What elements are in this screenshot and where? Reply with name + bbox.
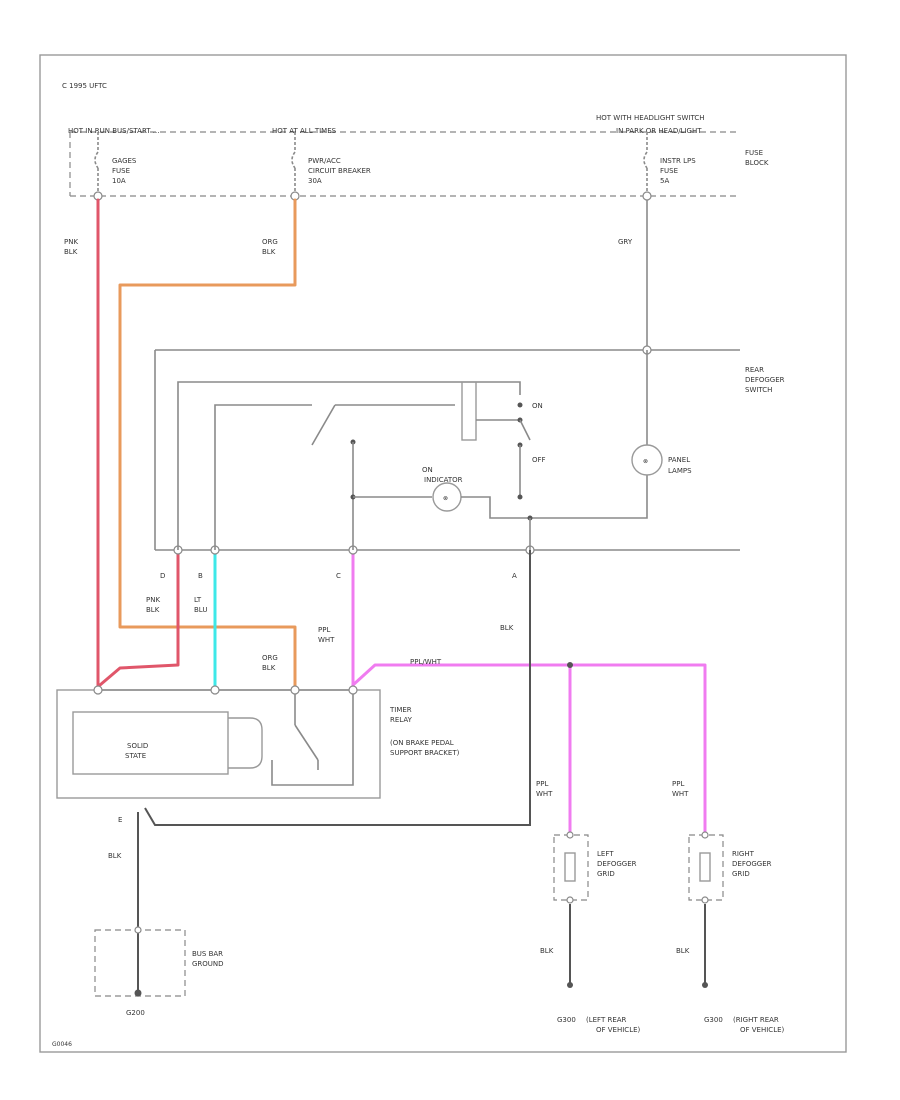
instr-lps-fuse: INSTR LPS FUSE 5A <box>642 132 696 201</box>
svg-text:PPL: PPL <box>536 780 548 788</box>
rear-defogger-switch: ON OFF ⊗ ON INDICATOR ⊗ PANEL LAMPS REAR… <box>154 345 785 555</box>
svg-text:BLK: BLK <box>676 947 690 955</box>
svg-text:⊗: ⊗ <box>643 458 648 465</box>
pwr-acc-circuit-breaker: PWR/ACC CIRCUIT BREAKER 30A <box>290 132 371 201</box>
bus-label-hot: HOT AT ALL TIMES <box>272 127 337 135</box>
svg-text:G300: G300 <box>557 1016 576 1024</box>
connector-a: A <box>512 572 517 580</box>
svg-text:OF VEHICLE): OF VEHICLE) <box>740 1026 785 1034</box>
svg-text:BLK: BLK <box>540 947 554 955</box>
diagram-frame <box>39 54 847 1053</box>
svg-text:LEFT: LEFT <box>597 850 614 858</box>
svg-text:BLK: BLK <box>500 624 514 632</box>
svg-text:(RIGHT REAR: (RIGHT REAR <box>733 1016 779 1024</box>
svg-text:PPL: PPL <box>318 626 330 634</box>
svg-text:BLK: BLK <box>262 248 276 256</box>
diagram-title: C 1995 UFTC <box>62 82 107 90</box>
svg-text:GRY: GRY <box>618 238 633 246</box>
right-defogger-grid: RIGHT DEFOGGER GRID G300 (RIGHT REAR OF … <box>688 831 785 1034</box>
svg-text:DEFOGGER: DEFOGGER <box>732 860 772 868</box>
svg-text:PNK: PNK <box>64 238 78 246</box>
svg-text:FUSE: FUSE <box>112 167 130 175</box>
panel-lamps-label-1: PANEL <box>668 456 690 464</box>
switch-name-3: SWITCH <box>745 386 772 394</box>
svg-text:BLK: BLK <box>108 852 122 860</box>
svg-text:5A: 5A <box>660 177 669 185</box>
solid-state-label-1: SOLID <box>127 742 148 750</box>
svg-text:GAGES: GAGES <box>112 157 137 165</box>
svg-text:ORG: ORG <box>262 238 278 246</box>
connector-c: C <box>336 572 341 580</box>
svg-text:PPL/WHT: PPL/WHT <box>410 658 442 666</box>
fuse-block-label-1: FUSE <box>745 149 763 157</box>
g200-label: G200 <box>126 1009 145 1017</box>
timer-relay-name-2: RELAY <box>390 716 413 724</box>
timer-relay: SOLID STATE TIMER RELAY (ON BRAKE PEDAL … <box>56 685 460 799</box>
timer-relay-loc-2: SUPPORT BRACKET) <box>390 749 460 757</box>
svg-text:GROUND: GROUND <box>192 960 224 968</box>
timer-relay-name-1: TIMER <box>389 706 412 714</box>
switch-off-label: OFF <box>532 456 546 464</box>
gages-fuse: GAGES FUSE 10A <box>93 132 137 201</box>
svg-text:RIGHT: RIGHT <box>732 850 755 858</box>
timer-relay-loc-1: (ON BRAKE PEDAL <box>390 739 454 747</box>
ppl-wht-grid-wire <box>351 663 707 837</box>
bus-bar-ground: BUS BAR GROUND G200 <box>94 926 224 1017</box>
switch-name-1: REAR <box>745 366 764 374</box>
fuse-block: HOT IN RUN BUS/START ... HOT AT ALL TIME… <box>68 114 769 201</box>
svg-text:WHT: WHT <box>672 790 689 798</box>
svg-text:OF VEHICLE): OF VEHICLE) <box>596 1026 641 1034</box>
svg-text:CIRCUIT BREAKER: CIRCUIT BREAKER <box>308 167 371 175</box>
connector-d: D <box>160 572 165 580</box>
svg-text:GRID: GRID <box>732 870 750 878</box>
diagram-code: G0046 <box>52 1041 72 1048</box>
svg-text:30A: 30A <box>308 177 322 185</box>
switch-on-label: ON <box>532 402 543 410</box>
on-indicator-label-2: INDICATOR <box>424 476 463 484</box>
svg-text:PPL: PPL <box>672 780 684 788</box>
pnk-blk-lower-wire <box>98 548 180 687</box>
on-indicator-label-1: ON <box>422 466 433 474</box>
bus-label-headlight-2: IN PARK OR HEAD/LIGHT <box>616 127 702 135</box>
svg-text:LT: LT <box>194 596 202 604</box>
svg-text:10A: 10A <box>112 177 126 185</box>
svg-text:⊗: ⊗ <box>443 495 448 502</box>
svg-text:GRID: GRID <box>597 870 615 878</box>
switch-name-2: DEFOGGER <box>745 376 785 384</box>
svg-text:WHT: WHT <box>536 790 553 798</box>
svg-text:PWR/ACC: PWR/ACC <box>308 157 341 165</box>
svg-text:(LEFT REAR: (LEFT REAR <box>586 1016 627 1024</box>
svg-text:WHT: WHT <box>318 636 335 644</box>
svg-text:FUSE: FUSE <box>660 167 678 175</box>
bus-label-headlight-1: HOT WITH HEADLIGHT SWITCH <box>596 114 705 122</box>
blk-ground-wire <box>144 550 531 826</box>
svg-text:BLU: BLU <box>194 606 207 614</box>
connector-e: E <box>118 816 122 824</box>
org-blk-wire <box>118 198 297 692</box>
bus-label-run: HOT IN RUN BUS/START ... <box>68 127 159 135</box>
svg-text:BLK: BLK <box>64 248 78 256</box>
fuse-block-label-2: BLOCK <box>745 159 769 167</box>
svg-text:INSTR LPS: INSTR LPS <box>660 157 696 165</box>
panel-lamps-label-2: LAMPS <box>668 467 692 475</box>
svg-text:BLK: BLK <box>262 664 276 672</box>
svg-text:ORG: ORG <box>262 654 278 662</box>
svg-text:PNK: PNK <box>146 596 160 604</box>
left-defogger-grid: LEFT DEFOGGER GRID G300 (LEFT REAR OF VE… <box>553 831 641 1034</box>
svg-text:BUS BAR: BUS BAR <box>192 950 223 958</box>
splice <box>567 662 573 668</box>
svg-text:G300: G300 <box>704 1016 723 1024</box>
solid-state-label-2: STATE <box>125 752 146 760</box>
connector-b: B <box>198 572 203 580</box>
svg-text:DEFOGGER: DEFOGGER <box>597 860 637 868</box>
svg-text:BLK: BLK <box>146 606 160 614</box>
